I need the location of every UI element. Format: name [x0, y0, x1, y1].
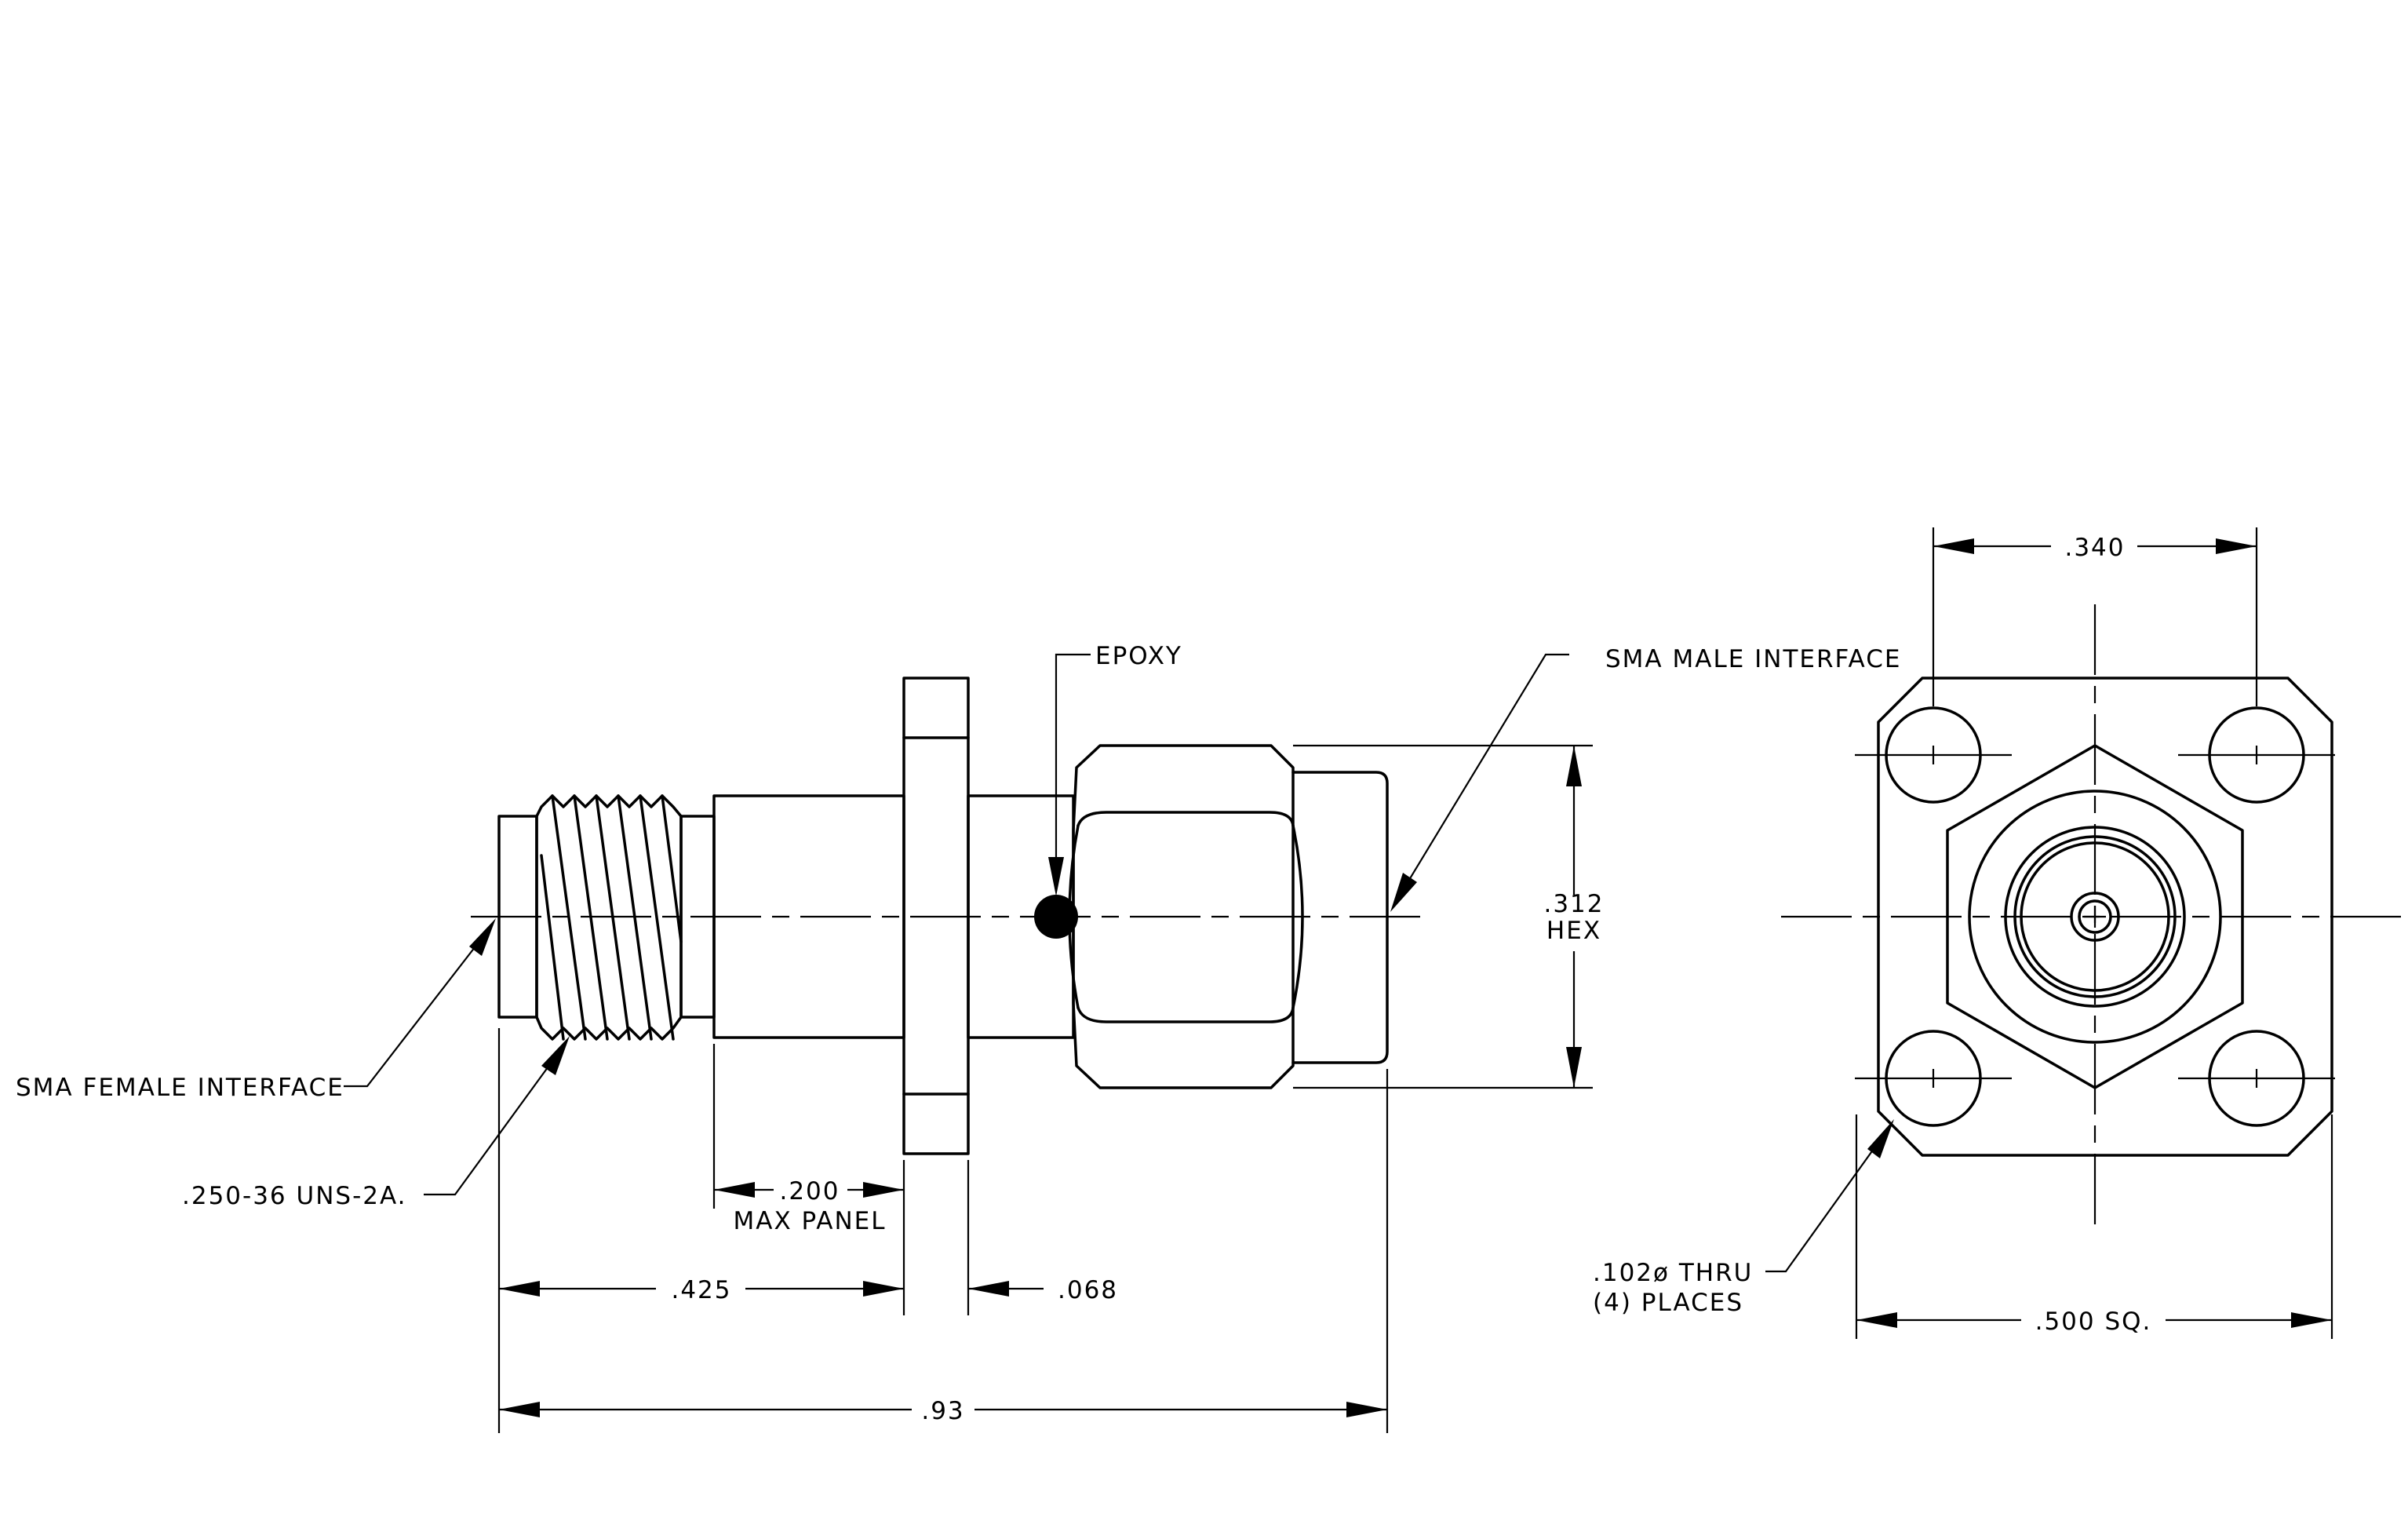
dim-340-label: .340: [2064, 534, 2125, 562]
epoxy-label: EPOXY: [1095, 642, 1182, 670]
leaders: [344, 653, 1894, 1273]
labels: EPOXY SMA MALE INTERFACE SMA FEMALE INTE…: [16, 534, 2152, 1425]
panel-word-label: MAX PANEL: [733, 1207, 886, 1235]
mounting-holes: [1855, 706, 2335, 1127]
side-dimensions: [497, 744, 1593, 1433]
hex-nut: [1072, 744, 1295, 1089]
side-view: [471, 677, 1420, 1155]
male-cap: [1291, 771, 1389, 1064]
sma-male-label: SMA MALE INTERFACE: [1605, 645, 1901, 673]
thread-label: .250-36 UNS-2A.: [182, 1182, 407, 1210]
dim-93-label: .93: [921, 1397, 964, 1425]
front-flange: [1877, 677, 2333, 1157]
panel-value-label: .200: [779, 1177, 840, 1205]
hex-value-label: .312: [1543, 890, 1604, 918]
sma-female-label: SMA FEMALE INTERFACE: [16, 1074, 344, 1102]
hole-size-label: .102ø THRU: [1593, 1259, 1753, 1287]
dim-425-label: .425: [671, 1276, 731, 1304]
dim-068-label: .068: [1058, 1276, 1118, 1304]
front-view: [1781, 604, 2404, 1232]
thread-helix: [540, 794, 683, 1041]
hole-count-label: (4) PLACES: [1593, 1289, 1743, 1317]
hex-word-label: HEX: [1546, 917, 1601, 945]
dim-500-label: .500 SQ.: [2035, 1308, 2152, 1336]
front-dimensions: [1855, 527, 2333, 1339]
epoxy-dot: [1034, 895, 1078, 939]
